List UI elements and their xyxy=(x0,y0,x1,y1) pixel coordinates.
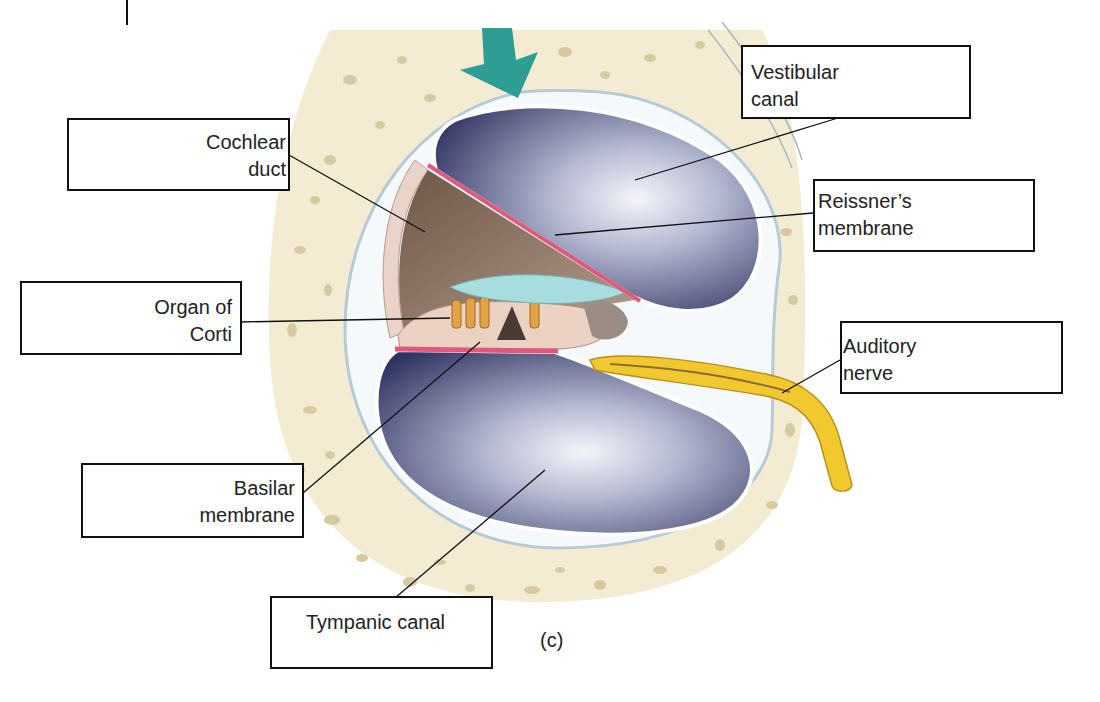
bone-speckle xyxy=(594,580,606,590)
leader-line xyxy=(635,118,838,180)
bone-speckle xyxy=(294,246,306,254)
bone-speckle xyxy=(695,41,705,49)
bone-speckle xyxy=(465,584,475,592)
bone-speckle xyxy=(780,228,792,236)
hair-cell xyxy=(452,300,461,328)
bone-speckle xyxy=(653,566,667,574)
leader-line xyxy=(395,470,545,598)
bone-speckle xyxy=(555,567,565,573)
figure-letter: (c) xyxy=(540,628,563,652)
bone-speckles xyxy=(287,41,798,594)
bone-speckle xyxy=(397,56,407,64)
leader-line xyxy=(303,342,480,493)
bone-speckle xyxy=(324,155,336,165)
bone-speckle xyxy=(715,539,725,551)
label-box: Reissner’s membrane xyxy=(813,179,1035,252)
label-box: Vestibular canal xyxy=(741,45,971,119)
part-name: Cochlear duct xyxy=(186,129,286,183)
bone-speckle xyxy=(375,121,385,129)
bone-speckle xyxy=(303,406,317,414)
bone-speckle xyxy=(324,284,332,296)
spiral-limbus xyxy=(582,299,628,339)
label-box: Tympanic canal xyxy=(270,596,493,669)
bone-speckle xyxy=(343,75,357,85)
nerve-fiber xyxy=(610,364,790,392)
bone-speckle xyxy=(524,586,540,594)
organ-of-corti-shape xyxy=(398,302,612,349)
bone-speckle xyxy=(785,423,795,437)
leader-line xyxy=(555,213,813,235)
part-name: Vestibular canal xyxy=(751,59,876,113)
bone-speckle xyxy=(766,501,778,509)
hair-cell xyxy=(466,298,475,328)
bone-speckle xyxy=(310,196,320,204)
tunnel-of-corti xyxy=(497,306,526,340)
auditory-nerve-shape xyxy=(590,356,852,491)
part-name: Reissner’s membrane xyxy=(818,188,943,242)
temporal-bone xyxy=(269,30,806,602)
bone-speckle xyxy=(287,323,297,337)
label-box: Auditory nerve xyxy=(840,321,1063,394)
bone-speckle xyxy=(356,554,368,562)
label-box: Cochlear duct xyxy=(67,118,290,191)
basilar-membrane-line xyxy=(395,349,558,351)
part-name: Basilar membrane xyxy=(185,475,295,529)
tectorial-membrane xyxy=(450,275,626,304)
leader-line xyxy=(241,318,450,322)
bone-speckle xyxy=(325,451,335,459)
leader-line xyxy=(289,155,425,232)
hair-cell xyxy=(480,297,489,328)
bone-speckle xyxy=(324,515,340,525)
reissners-membrane-line xyxy=(428,165,640,301)
bone-speckle xyxy=(424,94,436,102)
bone-speckle xyxy=(644,54,656,62)
part-name: Organ of Corti xyxy=(132,294,232,348)
part-name: Tympanic canal xyxy=(306,609,486,636)
sound-direction-arrow xyxy=(460,28,538,98)
leader-lines xyxy=(241,118,840,598)
bone-speckle xyxy=(600,71,610,79)
hair-cell xyxy=(530,300,539,328)
leader-line xyxy=(782,360,840,393)
margin-mark xyxy=(126,0,128,25)
bone-speckle xyxy=(558,47,572,57)
part-name: Auditory nerve xyxy=(843,333,953,387)
label-box: Organ of Corti xyxy=(20,281,242,355)
label-box: Basilar membrane xyxy=(81,463,304,538)
bone-speckle xyxy=(788,295,798,305)
